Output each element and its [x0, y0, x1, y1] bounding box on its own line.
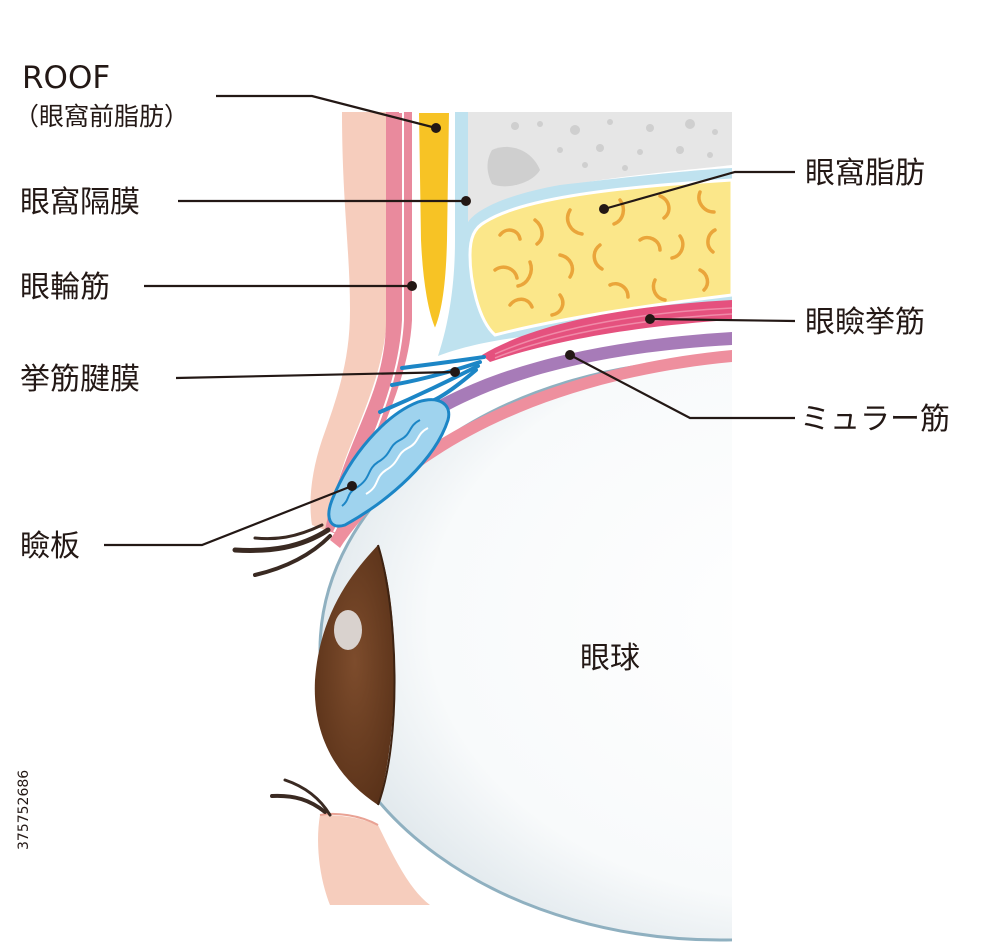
- leader-lines: [104, 94, 796, 547]
- roof-fat: [416, 111, 452, 333]
- lower-eyelid: [270, 778, 430, 905]
- label-aponeurosis: 挙筋腱膜: [20, 362, 140, 397]
- label-tarsus: 瞼板: [20, 529, 80, 564]
- tarsal-plate: [327, 398, 451, 528]
- iris: [314, 544, 396, 806]
- orbital-fat: [468, 178, 734, 337]
- label-roof-sub: （眼窩前脂肪）: [14, 102, 189, 131]
- lid-layers: [330, 300, 732, 548]
- label-orbicularis: 眼輪筋: [20, 270, 110, 305]
- label-levator: 眼瞼挙筋: [805, 305, 925, 340]
- label-roof: ROOF: [22, 60, 110, 96]
- eyelid-skin: [310, 112, 386, 530]
- label-orbital-fat: 眼窩脂肪: [805, 156, 925, 191]
- label-muller: ミュラー筋: [800, 402, 950, 437]
- upper-eyelashes: [232, 523, 332, 577]
- stock-id: 375752686: [16, 770, 32, 850]
- orbital-bone: [465, 112, 732, 222]
- label-orbital-septum: 眼窩隔膜: [20, 185, 140, 220]
- label-eyeball: 眼球: [580, 641, 640, 676]
